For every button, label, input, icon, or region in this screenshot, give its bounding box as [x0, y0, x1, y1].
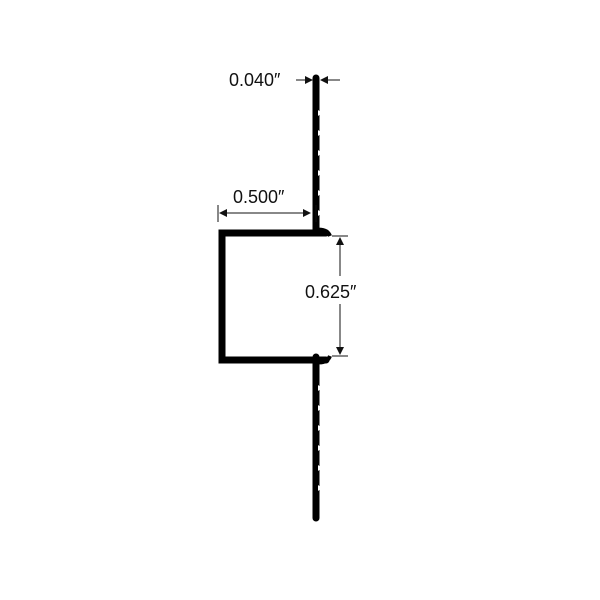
flange-width-label: 0.500″: [233, 187, 285, 207]
serrations-lower: [318, 385, 322, 491]
thickness-dimension: 0.040″: [229, 70, 340, 90]
channel-height-label: 0.625″: [305, 282, 357, 302]
serrations-upper: [318, 110, 322, 216]
flange-width-dimension: 0.500″: [217, 187, 317, 222]
channel-height-dimension: 0.625″: [302, 235, 378, 357]
thickness-label: 0.040″: [229, 70, 281, 90]
